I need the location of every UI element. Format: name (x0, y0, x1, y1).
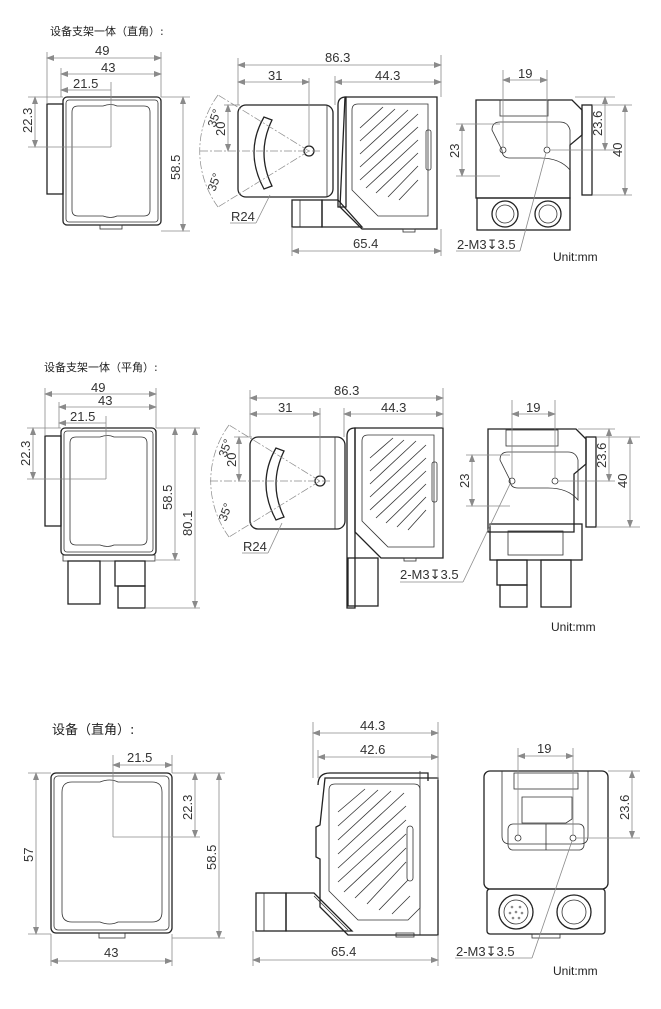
dim-21-5: 21.5 (127, 750, 152, 765)
thread-note: 2-M3↧3.5 (400, 567, 459, 582)
unit-label: Unit:mm (551, 620, 596, 634)
dim-86-3: 86.3 (325, 50, 350, 65)
dim-23: 23 (447, 144, 462, 158)
rear-view: 19 23 23.6 40 2-M3↧3.5 Unit:mm (447, 66, 632, 264)
dim-44-3: 44.3 (375, 68, 400, 83)
dim-19: 19 (526, 400, 540, 415)
thread-note: 2-M3↧3.5 (457, 237, 516, 252)
unit-label: Unit:mm (553, 250, 598, 264)
dim-80-1: 80.1 (180, 511, 195, 536)
dim-21-5: 21.5 (73, 76, 98, 91)
dim-49: 49 (95, 43, 109, 58)
dim-21-5: 21.5 (70, 409, 95, 424)
radius-r24: R24 (231, 209, 255, 224)
section-title: 设备支架一体（直角）: (50, 24, 164, 38)
dim-58-5: 58.5 (168, 155, 183, 180)
dim-44-3: 44.3 (360, 718, 385, 733)
radius-r24: R24 (243, 539, 267, 554)
unit-label: Unit:mm (553, 964, 598, 978)
section-title: 设备（直角）: (52, 722, 134, 738)
dim-23-6: 23.6 (590, 111, 605, 136)
side-view: 44.3 42.6 65.4 (252, 718, 439, 966)
dim-40: 40 (615, 474, 630, 488)
dim-65-4: 65.4 (353, 236, 378, 251)
dim-42-6: 42.6 (360, 742, 385, 757)
angle-35-top: 35° (216, 437, 235, 459)
dim-43: 43 (98, 393, 112, 408)
dim-43: 43 (101, 60, 115, 75)
front-view: 49 43 21.5 22.3 58.5 (20, 43, 190, 232)
dim-43: 43 (104, 945, 118, 960)
angle-35-bottom: 35° (216, 501, 235, 523)
angle-35-top: 35° (205, 107, 224, 129)
dim-40: 40 (610, 143, 625, 157)
rear-view: 19 23.6 2-M3↧3.5 Unit:mm (455, 741, 640, 978)
dim-23: 23 (457, 474, 472, 488)
dim-20: 20 (224, 453, 239, 467)
dim-31: 31 (278, 400, 292, 415)
dim-44-3: 44.3 (381, 400, 406, 415)
dim-20: 20 (213, 122, 228, 136)
front-view: 21.5 22.3 58.5 57 43 (21, 750, 225, 966)
dim-65-4: 65.4 (331, 944, 356, 959)
front-view: 49 43 21.5 22.3 58.5 80.1 (18, 380, 200, 609)
rear-view: 19 23 23.6 40 2-M3↧3.5 Unit:mm (400, 400, 640, 634)
dim-19: 19 (518, 66, 532, 81)
section-3-device-right-angle: 设备（直角）: 21.5 22.3 58.5 57 43 (21, 718, 640, 978)
section-title: 设备支架一体（平角）: (44, 360, 158, 374)
section-1-bracket-right-angle: 设备支架一体（直角）: 49 43 21.5 22.3 (20, 24, 632, 264)
dim-57: 57 (21, 848, 36, 862)
dim-22-3: 22.3 (20, 108, 35, 133)
thread-note: 2-M3↧3.5 (456, 944, 515, 959)
section-2-bracket-flat-angle: 设备支架一体（平角）: 49 43 21.5 22.3 (18, 360, 640, 634)
dim-58-5: 58.5 (160, 485, 175, 510)
side-view: 86.3 31 44.3 20 35° 35° R24 65.4 (199, 50, 442, 256)
angle-35-bottom: 35° (205, 171, 224, 193)
dim-23-6: 23.6 (617, 795, 632, 820)
side-view: 86.3 31 44.3 20 35° 35° R24 (210, 383, 444, 609)
dim-22-3: 22.3 (180, 795, 195, 820)
dim-49: 49 (91, 380, 105, 395)
dim-31: 31 (268, 68, 282, 83)
dim-86-3: 86.3 (334, 383, 359, 398)
dim-58-5: 58.5 (204, 845, 219, 870)
dim-22-3: 22.3 (18, 441, 33, 466)
dim-23-6: 23.6 (594, 443, 609, 468)
dim-19: 19 (537, 741, 551, 756)
